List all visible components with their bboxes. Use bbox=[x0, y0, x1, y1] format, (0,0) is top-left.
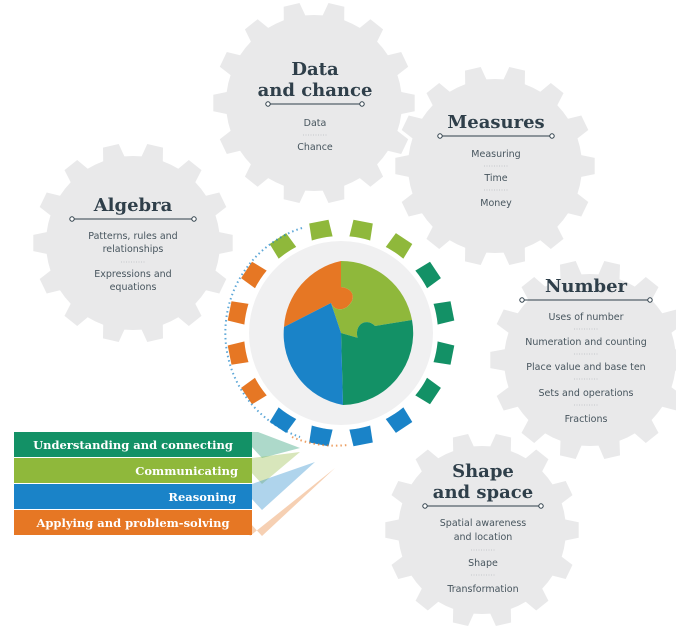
orange-puzzle-piece bbox=[284, 261, 353, 327]
data-chance-gear: Data and chance Data Chance bbox=[258, 59, 373, 153]
data-chance-item-chance: Chance bbox=[297, 142, 333, 153]
dotted-arc-orange bbox=[291, 436, 348, 447]
band-communicating-label: Communicating bbox=[135, 464, 238, 478]
algebra-gear-shape bbox=[33, 144, 233, 342]
algebra-item-expressions-1: Expressions and bbox=[94, 269, 171, 280]
number-item-numeration: Numeration and counting bbox=[525, 337, 647, 348]
data-chance-item-data: Data bbox=[304, 118, 327, 129]
algebra-item-patterns-2: relationships bbox=[103, 244, 164, 255]
blue-puzzle-piece bbox=[283, 303, 343, 405]
shape-space-item-spatial-1: Spatial awareness bbox=[440, 518, 526, 529]
number-item-sets: Sets and operations bbox=[538, 388, 633, 399]
measures-item-measuring: Measuring bbox=[471, 149, 520, 160]
data-chance-title-1: Data bbox=[291, 59, 339, 80]
central-gear bbox=[224, 219, 455, 447]
number-gear: Number Uses of number Numeration and cou… bbox=[519, 276, 653, 425]
algebra-gear: Algebra Patterns, rules and relationship… bbox=[69, 195, 197, 293]
band-understanding bbox=[14, 432, 252, 457]
shape-space-item-shape: Shape bbox=[468, 558, 498, 569]
data-chance-title-2: and chance bbox=[258, 80, 373, 101]
number-item-uses: Uses of number bbox=[549, 312, 624, 323]
band-reasoning-label: Reasoning bbox=[168, 490, 236, 504]
shape-space-item-transformation: Transformation bbox=[446, 584, 518, 595]
number-item-fractions: Fractions bbox=[565, 414, 608, 425]
shape-space-gear: Shape and space Spatial awareness and lo… bbox=[422, 461, 544, 595]
band-reasoning bbox=[14, 484, 252, 509]
measures-item-time: Time bbox=[483, 173, 507, 184]
shape-space-title-1: Shape bbox=[452, 461, 514, 482]
band-understanding-label: Understanding and connecting bbox=[33, 438, 233, 452]
shape-space-title-2: and space bbox=[433, 482, 533, 503]
algebra-item-expressions-2: equations bbox=[110, 282, 157, 293]
number-gear-shape bbox=[490, 261, 676, 459]
shape-space-item-spatial-2: and location bbox=[454, 532, 513, 543]
measures-title: Measures bbox=[447, 112, 544, 133]
band-applying-label: Applying and problem-solving bbox=[35, 516, 229, 530]
band-communicating bbox=[14, 458, 252, 483]
data-chance-gear-shape bbox=[213, 3, 415, 203]
band-fan bbox=[238, 432, 335, 536]
number-item-place-value: Place value and base ten bbox=[526, 362, 645, 373]
measures-item-money: Money bbox=[480, 198, 512, 209]
band-applying bbox=[14, 510, 252, 535]
proficiency-bands: Understanding and connecting Communicati… bbox=[14, 432, 252, 535]
teal-puzzle-piece bbox=[341, 320, 414, 405]
algebra-item-patterns-1: Patterns, rules and bbox=[88, 231, 177, 242]
shape-space-gear-shape bbox=[385, 434, 579, 626]
measures-gear: Measures Measuring Time Money bbox=[437, 112, 555, 209]
green-puzzle-piece bbox=[331, 260, 412, 344]
algebra-title: Algebra bbox=[93, 195, 173, 216]
number-title: Number bbox=[545, 276, 628, 297]
dotted-arc bbox=[224, 227, 303, 438]
